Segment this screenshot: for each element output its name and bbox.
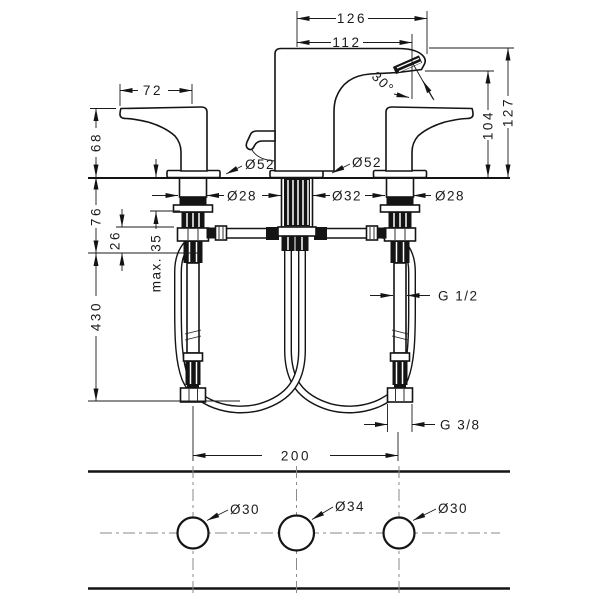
dim-104-label: 104 — [481, 110, 496, 140]
right-handle — [385, 106, 474, 172]
plan-view: Ø30 Ø34 Ø30 — [88, 466, 510, 595]
dim-overall-height: 127 — [429, 47, 516, 177]
dim-nut-26: 26 — [108, 209, 174, 271]
dim-126-label: 126 — [337, 11, 367, 26]
dia-28-right-label: Ø28 — [435, 189, 465, 204]
dia-52-left-label: Ø52 — [245, 157, 275, 172]
g12-label: G 1/2 — [438, 289, 479, 304]
dim-max-deck-thickness: max. 35 — [149, 159, 180, 293]
popup-rod-lever — [245, 130, 276, 151]
dim-max35-label: max. 35 — [149, 234, 164, 293]
dim-spout-reach-overall: 126 — [296, 11, 428, 54]
dim-68-label: 68 — [89, 132, 104, 152]
flexible-hoses — [174, 230, 416, 414]
dim-430-label: 430 — [89, 301, 104, 331]
aerator — [392, 55, 423, 75]
hole-left — [176, 516, 210, 550]
dim-handle-height: 68 — [89, 108, 116, 177]
hole-right — [382, 516, 416, 550]
callout-left-escutcheon: Ø52 — [225, 157, 275, 175]
spout-shank — [277, 177, 317, 251]
dia-28-left-label: Ø28 — [227, 189, 257, 204]
callout-hole-right: Ø30 — [412, 501, 468, 521]
dim-below-deck-76: 76 — [88, 177, 200, 254]
left-handle — [119, 106, 208, 172]
dim-hose-length-430: 430 — [88, 253, 240, 402]
hole-center — [277, 514, 316, 552]
callout-spout-escutcheon: Ø52 — [331, 155, 382, 174]
spout-body — [245, 47, 427, 172]
dim-supply-thread: G 1/2 — [370, 289, 479, 304]
dim-26-label: 26 — [108, 230, 123, 250]
dim-hole-spacing: 200 — [192, 406, 399, 464]
dim-72-label: 72 — [143, 83, 163, 98]
dim-connection-thread: G 3/8 — [364, 404, 481, 433]
callout-hole-center: Ø34 — [311, 499, 365, 520]
left-valve-assembly — [172, 177, 280, 403]
dia-52-center-label: Ø52 — [352, 155, 382, 170]
g38-label: G 3/8 — [440, 418, 481, 433]
dim-76-label: 76 — [89, 206, 104, 226]
dim-200-label: 200 — [281, 449, 311, 464]
dia-34-label: Ø34 — [335, 499, 365, 514]
callout-hole-left: Ø30 — [206, 502, 260, 521]
dim-127-label: 127 — [501, 97, 516, 127]
dim-spout-reach-aerator: 112 — [297, 34, 413, 99]
right-valve-assembly — [313, 177, 421, 403]
dim-112-label: 112 — [332, 35, 361, 50]
dia-32-label: Ø32 — [332, 189, 362, 204]
dim-shank-diameters: Ø28 Ø32 Ø28 — [152, 189, 465, 204]
dim-aerator-height: 104 — [425, 70, 496, 177]
dia-30-left-label: Ø30 — [230, 502, 260, 517]
dim-handle-width: 72 — [119, 83, 193, 106]
dia-30-right-label: Ø30 — [438, 501, 468, 516]
